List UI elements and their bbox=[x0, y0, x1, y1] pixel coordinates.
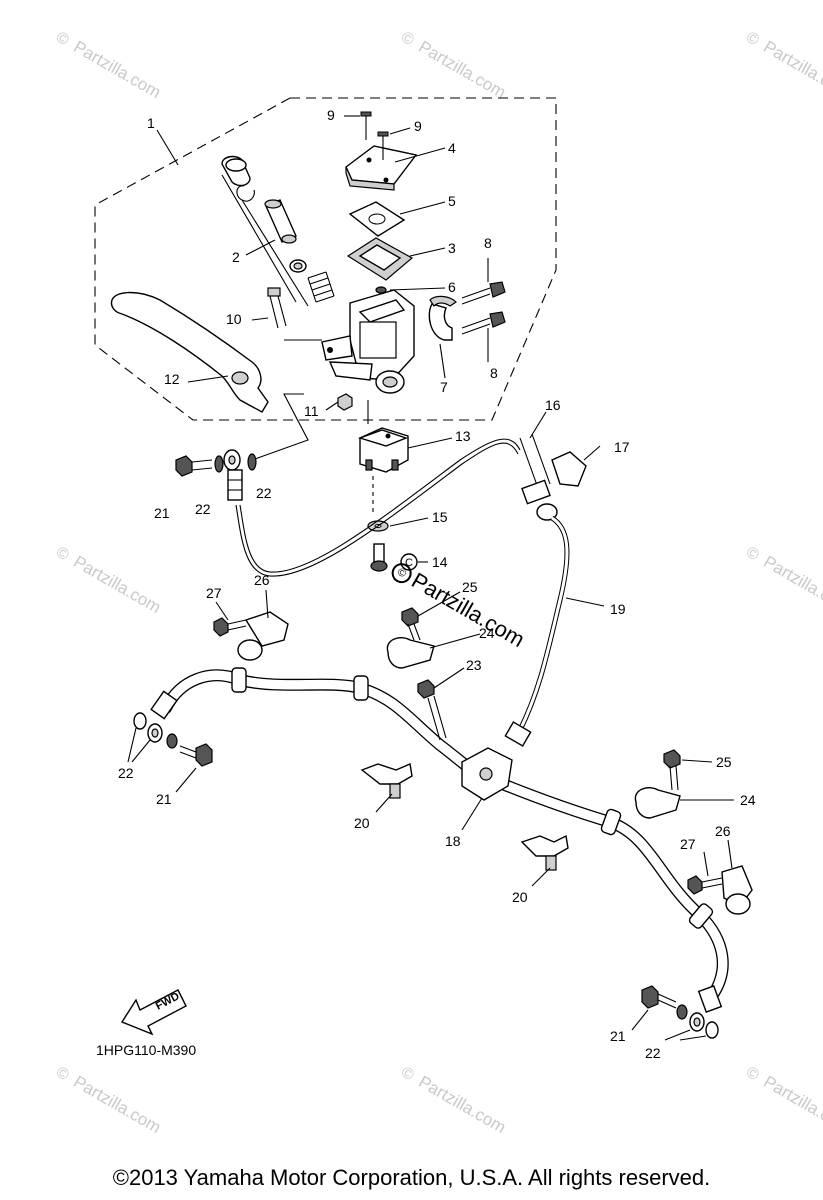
lower-left-fasteners bbox=[127, 712, 213, 793]
reservoir-cap bbox=[345, 145, 418, 185]
hose-clamp bbox=[551, 451, 587, 487]
callout-12: 12 bbox=[164, 371, 180, 387]
reservoir-cap-side bbox=[345, 166, 395, 191]
brake-pipe bbox=[517, 515, 570, 732]
forward-arrow-icon: FWD bbox=[120, 989, 187, 1036]
callout-10: 10 bbox=[226, 311, 242, 327]
callout-9b: 9 bbox=[414, 118, 422, 134]
callout-24b: 24 bbox=[740, 792, 756, 808]
callout-13: 13 bbox=[455, 428, 471, 444]
callout-labels: 1 2 3 4 5 6 7 8 8 9 9 10 11 12 13 14 15 … bbox=[118, 107, 756, 1061]
callout-3: 3 bbox=[448, 240, 456, 256]
watermark-text: Partzilla.com bbox=[70, 1072, 164, 1137]
callout-11: 11 bbox=[304, 403, 319, 419]
callout-27a: 27 bbox=[206, 585, 222, 601]
handlebar-clamp bbox=[428, 303, 453, 341]
watermark-text: Partzilla.com bbox=[760, 552, 823, 617]
watermark-symbol: © bbox=[743, 544, 762, 565]
watermark-symbol: © bbox=[743, 29, 762, 50]
callout-19: 19 bbox=[610, 601, 626, 617]
callout-22a: 22 bbox=[195, 501, 211, 517]
brake-lever bbox=[110, 291, 269, 413]
drawing-code: 1HPG110-M390 bbox=[96, 1042, 197, 1058]
hose-clip-20b bbox=[520, 834, 569, 887]
joint-bolt bbox=[417, 667, 465, 741]
callout-8a: 8 bbox=[484, 235, 492, 251]
watermark-text: Partzilla.com bbox=[415, 37, 509, 102]
master-cylinder-parts bbox=[110, 111, 506, 413]
callout-9a: 9 bbox=[327, 107, 335, 123]
svg-text:C: C bbox=[405, 557, 413, 569]
callout-26b: 26 bbox=[715, 823, 731, 839]
watermark-symbol: © bbox=[398, 1064, 417, 1085]
hose-guide-right bbox=[687, 839, 753, 915]
lower-brake-hoses bbox=[150, 667, 729, 1013]
callout-24a: 24 bbox=[479, 625, 495, 641]
clamp-bolt-upper bbox=[461, 281, 506, 305]
master-cylinder-body bbox=[321, 289, 415, 394]
watermark-text: Partzilla.com bbox=[70, 37, 164, 102]
watermark-symbol: © bbox=[398, 29, 417, 50]
watermark-text: Partzilla.com bbox=[760, 1072, 823, 1137]
callout-5: 5 bbox=[448, 193, 456, 209]
hose-clip-20a bbox=[360, 763, 413, 813]
brake-switch-group: C bbox=[357, 427, 453, 572]
callout-4: 4 bbox=[448, 140, 456, 156]
callout-25b: 25 bbox=[716, 754, 732, 770]
callout-2: 2 bbox=[232, 249, 240, 265]
callout-16: 16 bbox=[545, 397, 561, 413]
watermark-text: Partzilla.com bbox=[415, 1072, 509, 1137]
copyright-notice: ©2013 Yamaha Motor Corporation, U.S.A. A… bbox=[112, 1165, 711, 1190]
hose-clip-middle bbox=[386, 591, 481, 669]
callout-18: 18 bbox=[445, 833, 461, 849]
banjo-bolt-upper bbox=[175, 455, 213, 477]
callout-25a: 25 bbox=[462, 579, 478, 595]
callout-8b: 8 bbox=[490, 365, 498, 381]
leader-lines-upper bbox=[156, 115, 489, 424]
callout-17: 17 bbox=[614, 439, 630, 455]
watermark-symbol: © bbox=[53, 29, 72, 50]
watermark-text: Partzilla.com bbox=[760, 37, 823, 102]
banjo-fitting-upper bbox=[223, 449, 243, 501]
callout-14: 14 bbox=[432, 554, 448, 570]
upper-brake-lines bbox=[175, 393, 605, 747]
piston-kit bbox=[221, 155, 335, 303]
watermark-symbol: © bbox=[743, 1064, 762, 1085]
lower-right-fasteners bbox=[631, 985, 719, 1041]
hose-guide-left bbox=[213, 589, 289, 661]
callout-27b: 27 bbox=[680, 836, 696, 852]
callout-1: 1 bbox=[147, 115, 155, 131]
callout-7: 7 bbox=[440, 379, 448, 395]
callout-21c: 21 bbox=[610, 1028, 626, 1044]
callout-21a: 21 bbox=[154, 505, 170, 521]
lever-pivot-bolt bbox=[267, 287, 287, 329]
watermark-text: Partzilla.com bbox=[70, 552, 164, 617]
callout-20a: 20 bbox=[354, 815, 370, 831]
callout-23: 23 bbox=[466, 657, 482, 673]
lever-nut bbox=[337, 393, 353, 411]
callout-21b: 21 bbox=[156, 791, 172, 807]
callout-22d: 22 bbox=[645, 1045, 661, 1061]
callout-6: 6 bbox=[448, 279, 456, 295]
callout-20b: 20 bbox=[512, 889, 528, 905]
watermark-symbol: © bbox=[53, 544, 72, 565]
switch-screw bbox=[370, 543, 388, 572]
clamp-bolt-lower bbox=[461, 311, 506, 335]
callout-22c: 22 bbox=[118, 765, 134, 781]
watermark-symbol: © bbox=[53, 1064, 72, 1085]
callout-15: 15 bbox=[432, 509, 448, 525]
callout-22b: 22 bbox=[256, 485, 272, 501]
brake-hose-joint bbox=[461, 747, 513, 801]
callout-26a: 26 bbox=[254, 572, 270, 588]
hose-clip-right bbox=[634, 749, 734, 819]
assembly-boundary bbox=[94, 97, 557, 421]
